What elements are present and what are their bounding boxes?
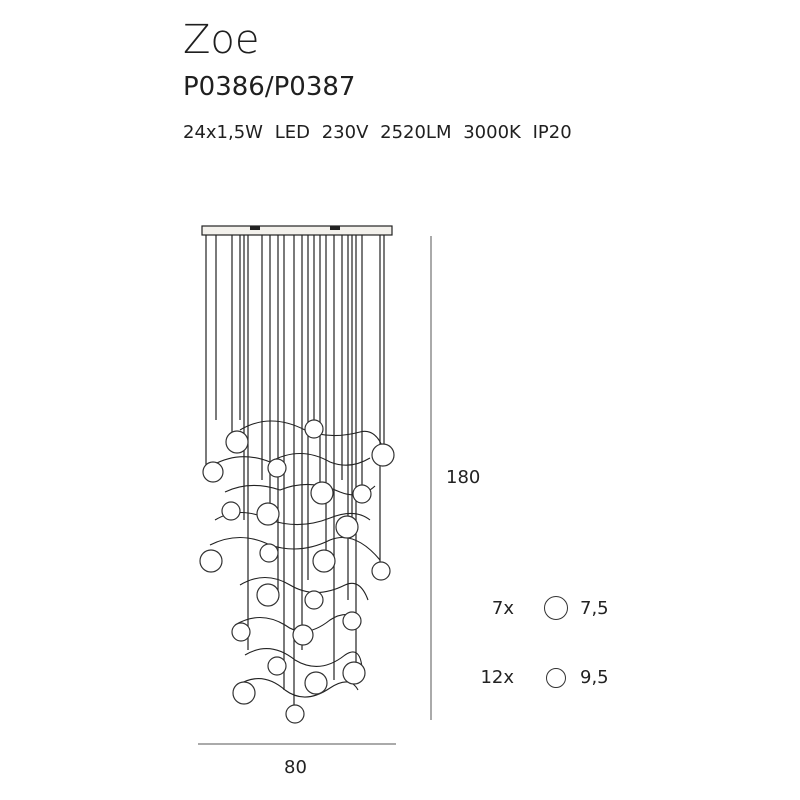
- wave-band: [239, 420, 384, 449]
- glass-globe: [352, 484, 372, 504]
- glass-globe: [267, 656, 287, 676]
- canopy-fixing-left: [250, 226, 260, 230]
- wave-band: [237, 678, 359, 698]
- product-specs: 24x1,5W LED 230V 2520LM 3000K IP20: [183, 124, 578, 142]
- glass-globe: [310, 481, 334, 505]
- glass-globe: [335, 515, 359, 539]
- glass-globe: [342, 611, 362, 631]
- legend-row-large-globe: 7x 7,5: [470, 596, 609, 620]
- legend-count: 12x: [480, 667, 514, 688]
- glass-globe: [267, 458, 287, 478]
- glass-globes: [199, 419, 395, 724]
- glass-globe: [202, 461, 224, 483]
- glass-globe: [225, 430, 249, 454]
- spec-ip-rating: IP20: [532, 122, 572, 143]
- product-name: Zoe: [183, 17, 260, 63]
- wave-band: [212, 453, 371, 466]
- glass-globe: [232, 681, 256, 705]
- canopy-fixing-right: [330, 226, 340, 230]
- wave-band: [209, 536, 381, 561]
- glass-globe: [285, 704, 305, 724]
- wave-band: [214, 511, 371, 526]
- glass-globe: [312, 549, 336, 573]
- ceiling-canopy: [201, 225, 393, 236]
- glass-globe: [304, 671, 328, 695]
- spec-lumen: 2520LM: [380, 122, 452, 143]
- glass-globe: [221, 501, 241, 521]
- height-dimension-label: 180: [446, 467, 481, 488]
- glass-globe: [259, 543, 279, 563]
- legend-count: 7x: [491, 597, 514, 619]
- glass-globe: [371, 561, 391, 581]
- glass-globe: [371, 443, 395, 467]
- spec-color-temp: 3000K: [463, 122, 521, 143]
- spec-source: LED: [274, 122, 310, 143]
- glass-globe: [256, 502, 280, 526]
- wave-band: [244, 648, 363, 669]
- glass-globe: [304, 419, 324, 439]
- spec-power: 24x1,5W: [183, 122, 263, 143]
- glass-globe: [342, 661, 366, 685]
- globe-outline-icon: [546, 667, 566, 688]
- spec-voltage: 230V: [321, 122, 369, 143]
- suspension-cables: [205, 235, 385, 714]
- legend-size: 9,5: [580, 667, 609, 688]
- decorative-wave-bands: [209, 420, 384, 698]
- legend-size: 7,5: [580, 597, 609, 619]
- glass-globe: [231, 622, 251, 642]
- glass-globe: [304, 590, 324, 610]
- globe-outline-icon: [544, 596, 568, 620]
- product-codes: P0386/P0387: [183, 72, 356, 102]
- glass-globe: [199, 549, 223, 573]
- width-dimension-label: 80: [284, 757, 307, 778]
- glass-globe: [256, 583, 280, 607]
- legend-row-small-globe: 12x 9,5: [470, 667, 609, 688]
- glass-globe: [292, 624, 314, 646]
